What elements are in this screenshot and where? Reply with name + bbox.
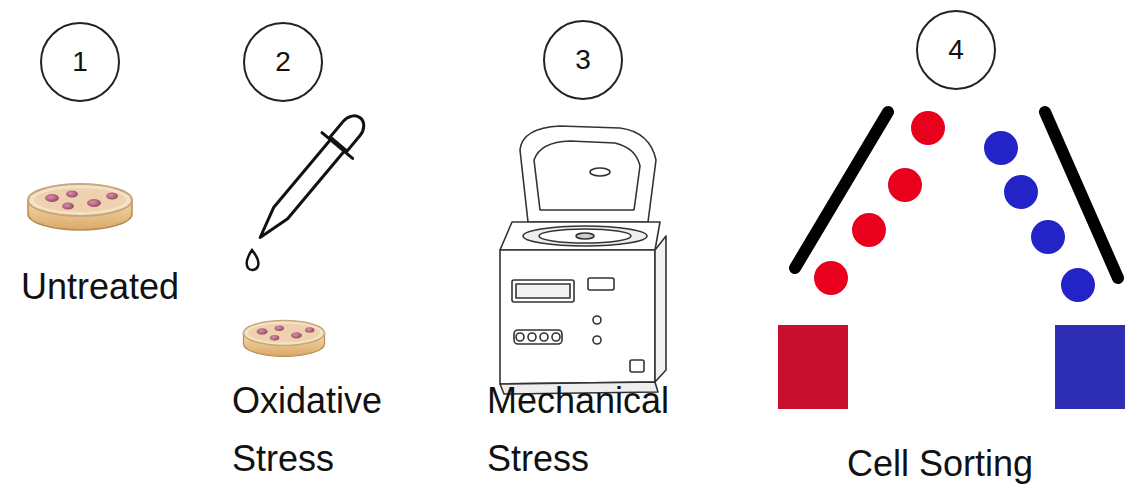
step-circle: 2 xyxy=(243,22,323,102)
cell-sorter xyxy=(778,111,1125,409)
petri-dish xyxy=(28,184,132,230)
step-circle: 4 xyxy=(916,10,996,90)
centrifuge xyxy=(500,126,666,394)
step-number: 2 xyxy=(275,48,291,76)
step-circle: 3 xyxy=(543,20,623,100)
droplet xyxy=(247,250,259,270)
step-number: 4 xyxy=(948,36,964,64)
step-number: 1 xyxy=(72,48,88,76)
dropper xyxy=(245,105,376,250)
step-caption: Oxidative Stress xyxy=(232,372,432,487)
step-caption: Cell Sorting xyxy=(830,435,1050,487)
step-caption: Mechanical Stress xyxy=(487,372,707,487)
step-number: 3 xyxy=(575,46,591,74)
step-circle: 1 xyxy=(40,22,120,102)
petri-dish xyxy=(243,321,324,357)
step-caption: Untreated xyxy=(10,258,190,316)
